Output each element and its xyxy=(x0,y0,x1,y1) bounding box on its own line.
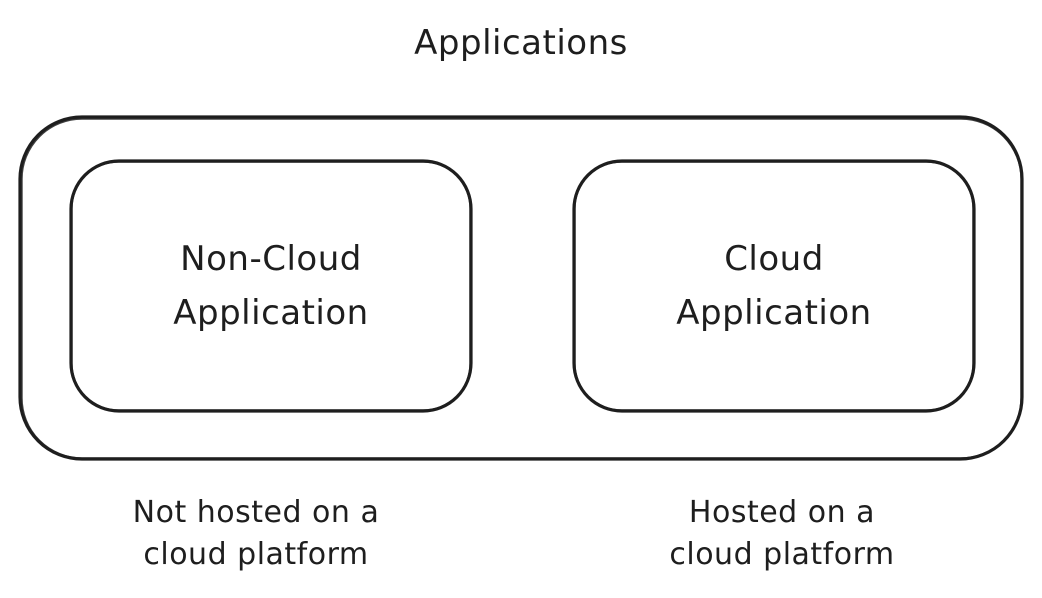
cloud-label-line1: Cloud xyxy=(724,239,824,279)
non-cloud-caption-line2: cloud platform xyxy=(143,537,369,572)
cloud-label-line2: Application xyxy=(676,293,872,333)
cloud-caption-line2: cloud platform xyxy=(669,537,895,572)
non-cloud-caption-line1: Not hosted on a xyxy=(132,495,380,530)
non-cloud-label-line1: Non-Cloud xyxy=(180,239,362,279)
non-cloud-application-box xyxy=(69,159,473,413)
non-cloud-label-line2: Application xyxy=(173,293,369,333)
cloud-caption-line1: Hosted on a xyxy=(688,495,876,530)
cloud-application-box xyxy=(572,159,976,413)
outer-container-box xyxy=(18,115,1024,461)
diagram-title: Applications xyxy=(414,23,628,63)
